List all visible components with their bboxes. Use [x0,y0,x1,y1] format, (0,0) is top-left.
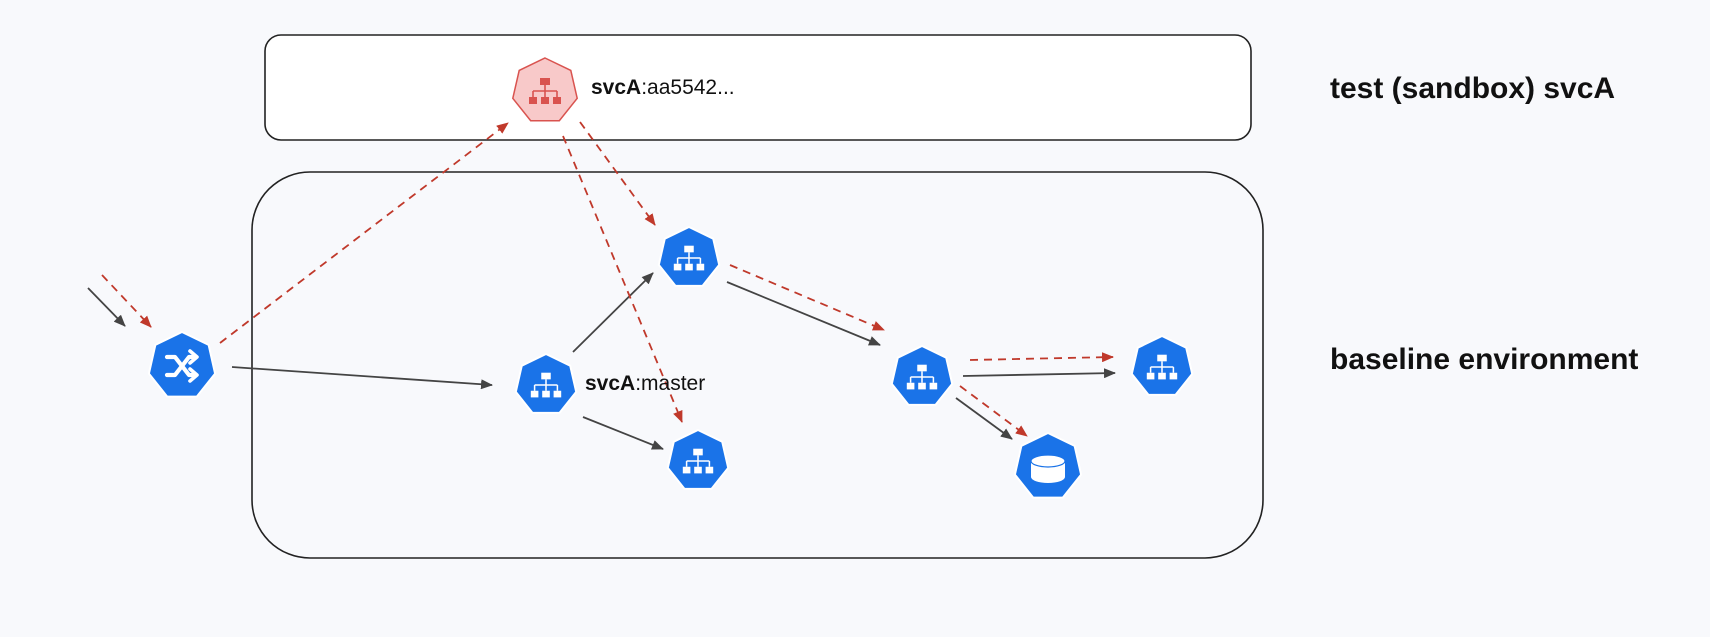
sandbox-route-sandbox-to-svc-lower [562,135,683,423]
service-hierarchy-icon [529,78,561,104]
sandbox-route-mid-to-database [959,385,1028,437]
baseline-route-upper-to-mid [726,281,881,346]
router-node [147,330,217,398]
service-hierarchy-icon [906,364,938,390]
baseline-route-ingress-to-router [87,287,126,327]
baseline-environment-box [251,171,1264,559]
sandbox-service-version: :aa5542... [641,76,735,99]
sandbox-routes [101,121,1114,437]
sandbox-route-ingress-to-router [101,274,152,328]
sandbox-service-node [511,57,579,122]
baseline-route-master-to-svc-lower [582,416,664,450]
shuffle-icon [164,349,199,383]
baseline-route-mid-to-database [955,397,1013,440]
baseline-route-router-to-master [231,366,493,390]
service-node-upper [657,225,721,287]
database-node [1013,431,1083,499]
service-node-mid [890,344,954,406]
service-hierarchy-icon [530,372,562,398]
service-node-right [1130,334,1194,396]
baseline-route-master-to-svc-upper [572,272,654,353]
baseline-route-mid-to-right [962,368,1116,379]
baseline-routes [87,272,1116,450]
sandbox-service-label: svcA:aa5542... [591,76,735,100]
sandbox-route-router-to-sandbox-svc [219,122,509,344]
sandbox-environment-box [264,34,1252,141]
service-hierarchy-icon [673,245,705,271]
database-icon [1030,454,1066,483]
sandbox-service-name: svcA [591,76,642,99]
sandbox-zone-title: test (sandbox) svcA [1330,72,1616,105]
service-hierarchy-icon [1146,354,1178,380]
baseline-zone-title: baseline environment [1330,343,1639,376]
master-service-label: svcA:master [585,372,705,396]
sandbox-route-mid-to-right [969,352,1114,363]
nodes-layer [147,57,1194,499]
master-service-version: :master [635,372,706,395]
sandbox-route-sandbox-to-svc-upper [579,121,656,226]
master-service-name: svcA [585,372,636,395]
master-service-node [514,352,578,414]
service-hierarchy-icon [682,448,714,474]
sandbox-route-upper-to-mid [729,264,885,331]
service-node-lower [666,428,730,490]
